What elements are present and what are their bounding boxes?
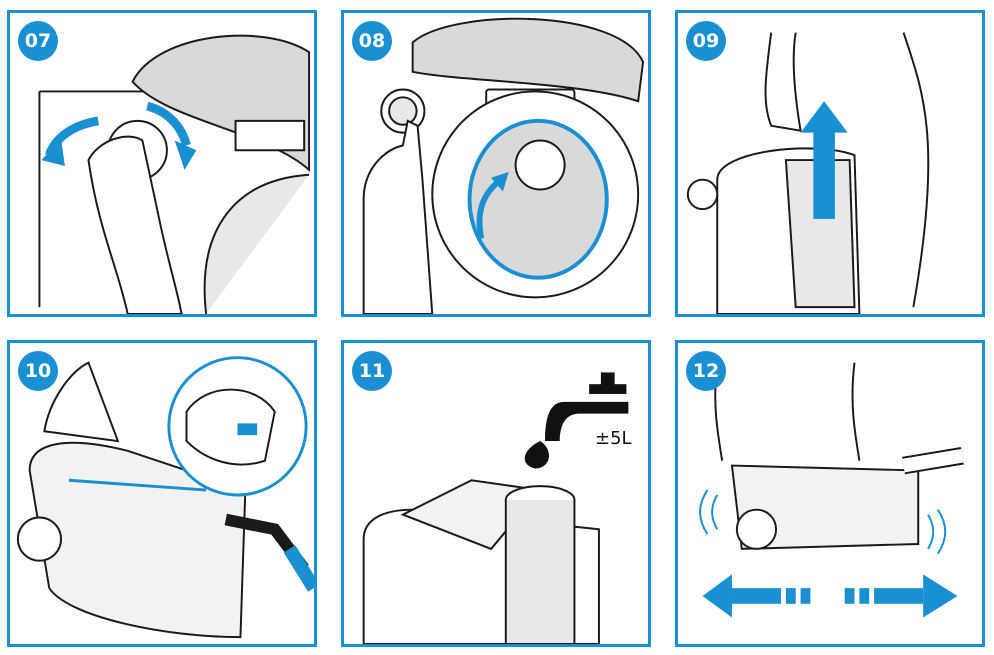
step-badge: 11 — [352, 351, 392, 391]
step-panel-09: 09 — [675, 10, 985, 317]
water-amount-label: ±5L — [595, 428, 632, 449]
step-panel-08: 08 — [341, 10, 651, 317]
fill-water-illustration — [362, 372, 629, 644]
carry-tank-illustration — [16, 356, 314, 639]
step-panel-11: 11 ±5L — [341, 340, 651, 647]
step-badge: 07 — [18, 21, 58, 61]
step-panel-10: 10 — [7, 340, 317, 647]
step-badge: 12 — [686, 351, 726, 391]
step-badge: 08 — [352, 21, 392, 61]
step-badge: 09 — [686, 21, 726, 61]
step-badge: 10 — [18, 351, 58, 391]
shake-tank-illustration — [699, 362, 964, 618]
step-panel-07: 07 — [7, 10, 317, 317]
flush-illustration — [362, 17, 645, 314]
lift-handle-illustration — [686, 32, 930, 314]
step-panel-12: 12 — [675, 340, 985, 647]
rotate-lid-illustration — [38, 34, 311, 314]
